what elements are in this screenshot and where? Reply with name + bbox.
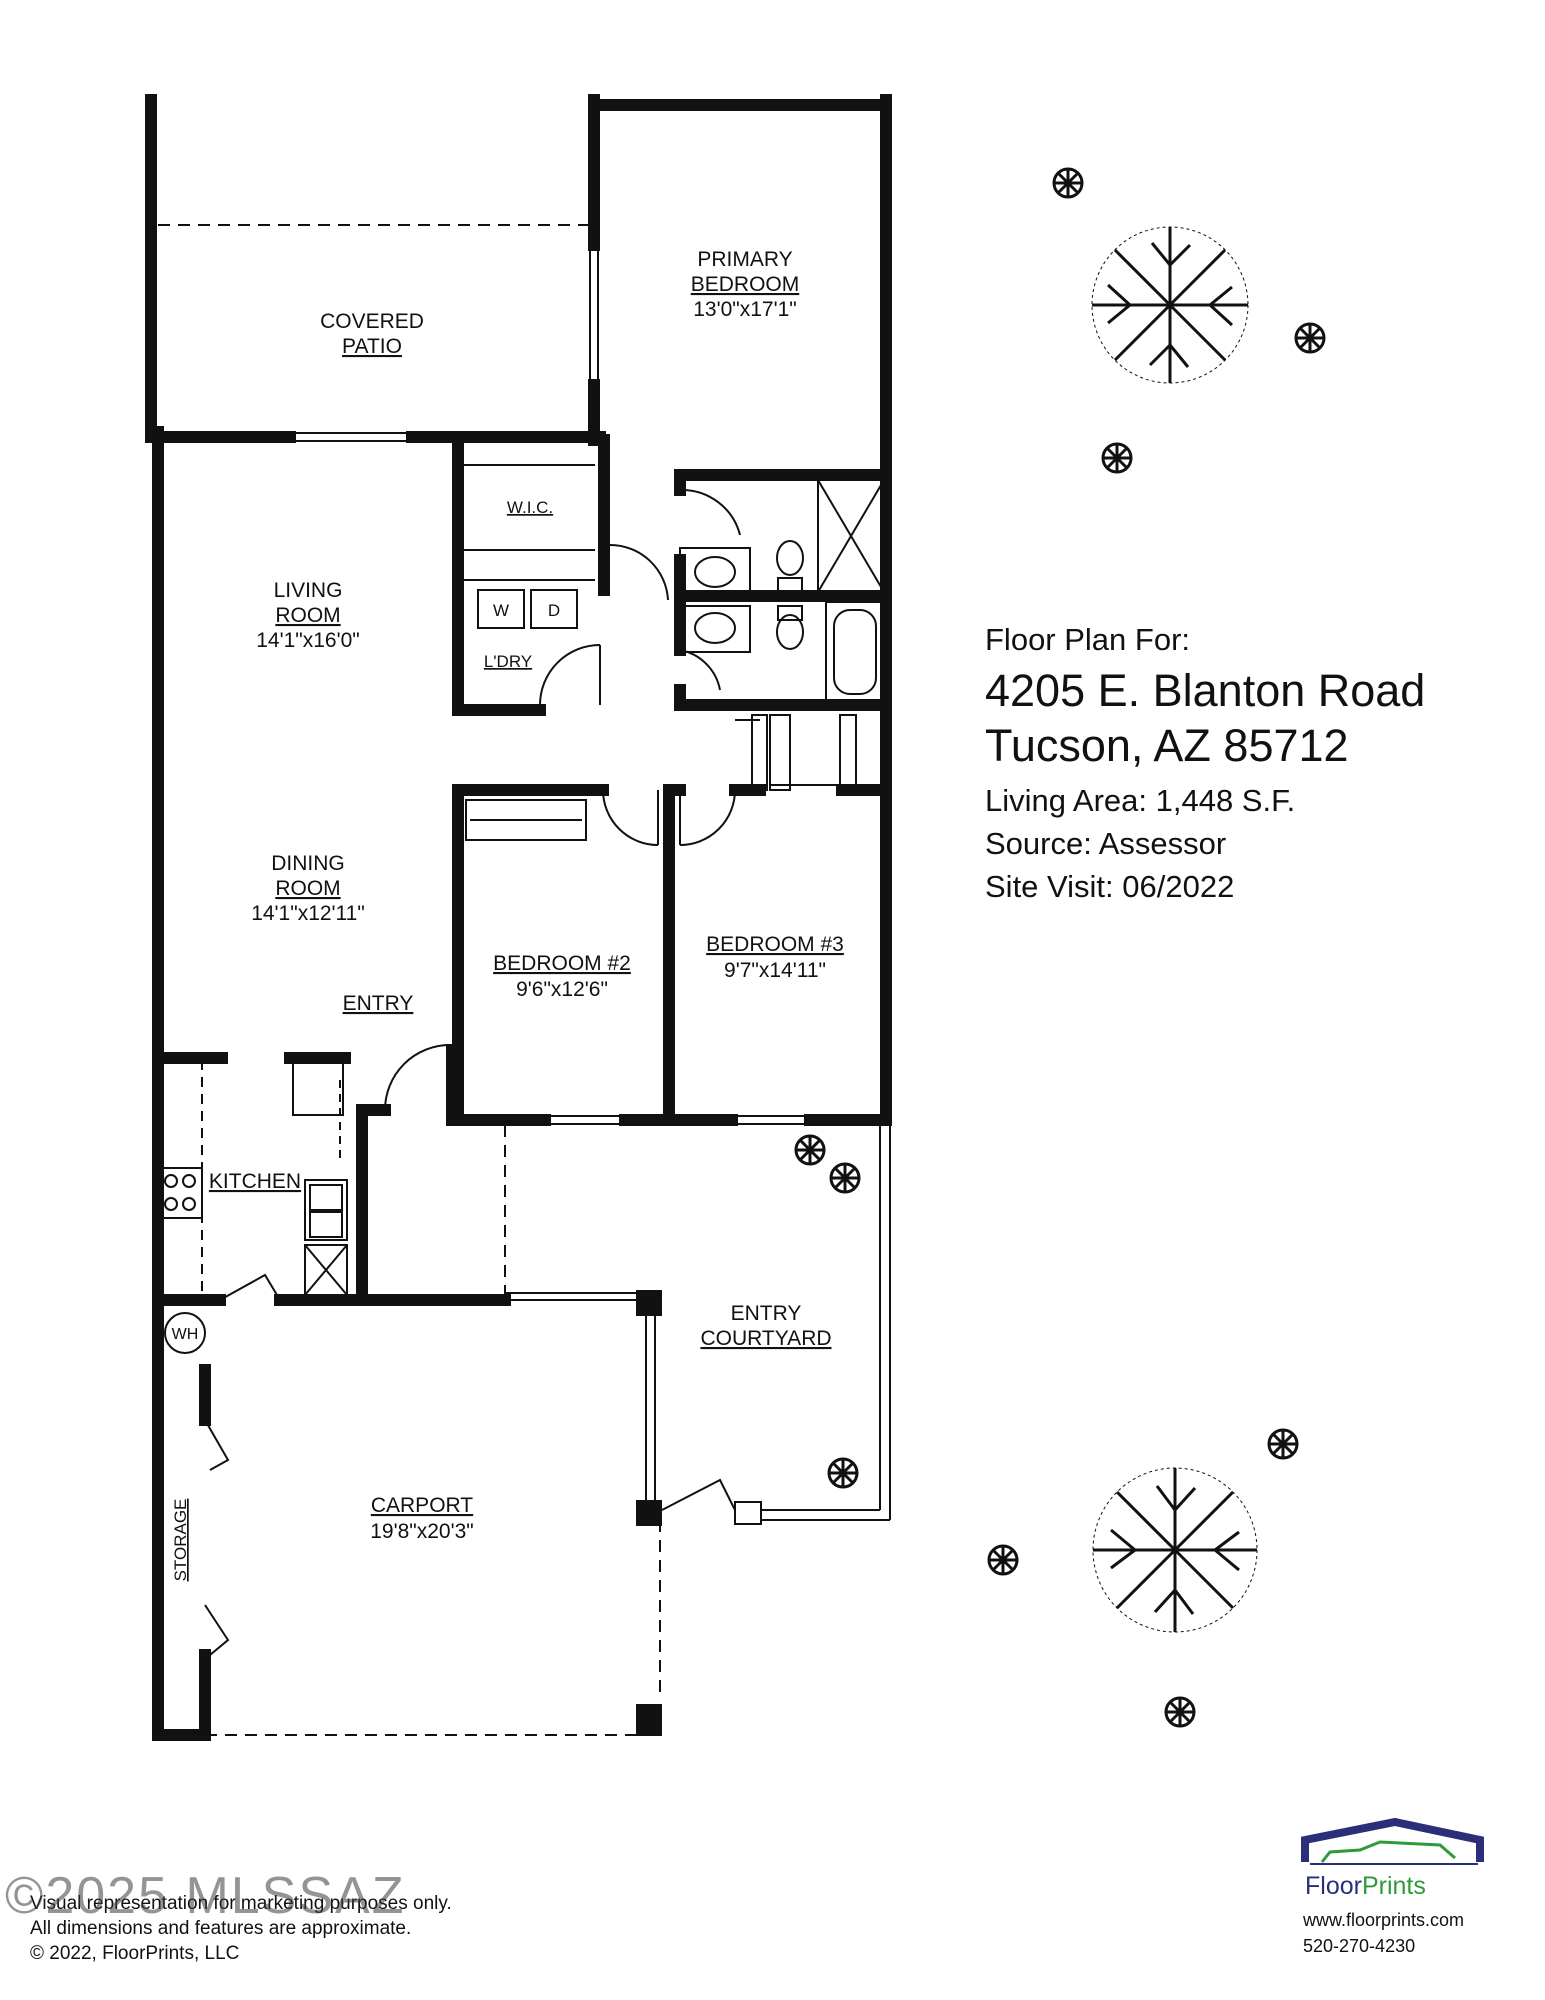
washer-label: W [493,601,509,620]
carport-dimensions: 19'8"x20'3" [370,1520,474,1543]
bedroom2-dimensions: 9'6"x12'6" [516,978,608,1001]
floorprints-logo-icon [1301,1817,1484,1865]
kitchen-label: KITCHEN [209,1170,301,1193]
shrub-icon [794,1134,826,1166]
living-room-dimensions: 14'1"x16'0" [256,629,360,652]
shrub-icon [827,1457,859,1489]
dining-room-label: DINING [271,852,345,875]
storage-label: STORAGE [171,1499,190,1582]
dryer-label: D [548,601,560,620]
address-line1: 4205 E. Blanton Road [985,665,1426,716]
tree-icon [1091,226,1249,384]
covered-patio-label: COVERED [320,310,424,333]
disclaimer-line2: All dimensions and features are approxim… [30,1918,412,1939]
disclaimer-line1: Visual representation for marketing purp… [30,1893,452,1914]
dining-room-dimensions: 14'1"x12'11" [251,902,365,925]
living-room-label: ROOM [275,604,340,627]
carport-label: CARPORT [371,1494,473,1517]
entry-courtyard-label: COURTYARD [700,1327,831,1350]
copyright: © 2022, FloorPrints, LLC [30,1943,240,1964]
interior-lines [158,224,891,1736]
dining-room-label: ROOM [275,877,340,900]
shrub-icon [829,1162,861,1194]
brand-phone: 520-270-4230 [1303,1936,1416,1956]
address-line2: Tucson, AZ 85712 [985,720,1349,771]
carport-posts [636,1290,662,1736]
watermark: ©2025 MLSSAZ [5,1867,406,1925]
tree-icon [1092,1467,1258,1633]
shrub-icon [987,1544,1019,1576]
source: Source: Assessor [985,826,1227,861]
living-area: Living Area: 1,448 S.F. [985,783,1296,818]
shrub-icon [1164,1696,1196,1728]
laundry-label: L'DRY [484,652,532,671]
landscaping [794,167,1326,1728]
primary-bedroom-dimensions: 13'0"x17'1" [693,298,797,321]
brand-website[interactable]: www.floorprints.com [1303,1910,1465,1930]
shrub-icon [1267,1428,1299,1460]
room-labels: COVERED PATIO PRIMARY BEDROOM 13'0"x17'1… [171,248,844,1581]
primary-bedroom-label: BEDROOM [691,273,800,296]
entry-courtyard-label: ENTRY [731,1302,802,1325]
bedroom2-label: BEDROOM #2 [493,952,631,975]
shrub-icon [1052,167,1084,199]
living-room-label: LIVING [274,579,343,602]
bedroom3-dimensions: 9'7"x14'11" [724,959,826,982]
shrub-icon [1101,442,1133,474]
shrub-icon [1294,322,1326,354]
primary-bedroom-label: PRIMARY [697,248,792,271]
site-visit: Site Visit: 06/2022 [985,869,1235,904]
brand-name-prints: Prints [1361,1872,1426,1900]
floor-plan-for-label: Floor Plan For: [985,622,1191,657]
water-heater-label: WH [172,1326,199,1343]
wic-label: W.I.C. [507,498,553,517]
brand-name-floor: Floor [1305,1872,1362,1900]
entry-label: ENTRY [343,992,414,1015]
brand-name: FloorPrints [1305,1872,1426,1901]
covered-patio-label: PATIO [342,335,402,358]
bedroom3-label: BEDROOM #3 [706,933,844,956]
